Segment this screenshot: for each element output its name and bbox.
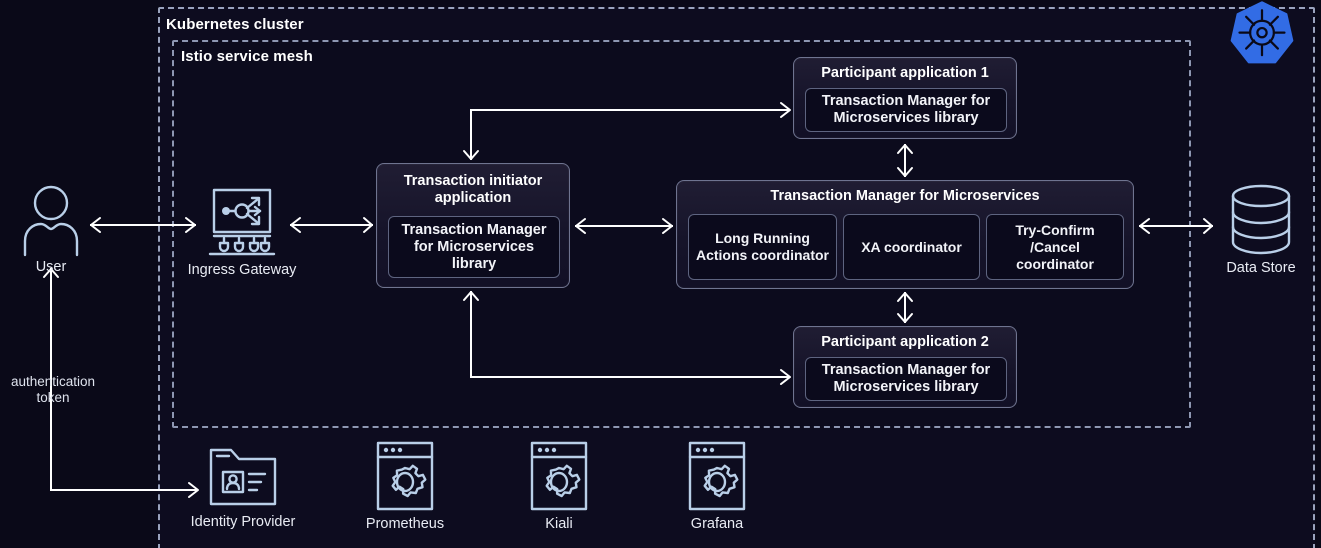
node-user: User: [5, 183, 97, 276]
initiator-tm-library: Transaction Manager for Microservices li…: [388, 216, 560, 278]
browser-gear-icon: [376, 441, 434, 511]
participant-application-2-title: Participant application 2: [821, 334, 989, 350]
transaction-manager-box: Transaction Manager for Microservices Lo…: [676, 180, 1134, 289]
kubernetes-cluster-label: Kubernetes cluster: [166, 16, 304, 33]
transaction-manager-title: Transaction Manager for Microservices: [770, 188, 1040, 204]
user-icon: [23, 185, 79, 257]
identity-card-folder-icon: [209, 448, 277, 506]
node-kiali-label: Kiali: [545, 516, 573, 532]
node-identity-provider: Identity Provider: [183, 446, 303, 531]
ingress-gateway-icon: [208, 188, 276, 256]
try-confirm-cancel-coordinator: Try-Confirm /Cancel coordinator: [986, 214, 1124, 280]
node-prometheus-label: Prometheus: [365, 516, 445, 532]
node-identity-provider-label: Identity Provider: [190, 514, 296, 530]
participant-application-1-box: Participant application 1 Transaction Ma…: [793, 57, 1017, 139]
node-ingress-gateway: Ingress Gateway: [181, 186, 303, 279]
node-kiali: Kiali: [508, 440, 610, 533]
node-user-label: User: [35, 259, 67, 275]
participant-2-tm-library: Transaction Manager for Microservices li…: [805, 357, 1007, 401]
node-ingress-gateway-label: Ingress Gateway: [187, 262, 297, 278]
authentication-token-label: authentication token: [10, 374, 96, 405]
node-data-store-label: Data Store: [1226, 260, 1296, 276]
participant-1-tm-library: Transaction Manager for Microservices li…: [805, 88, 1007, 132]
transaction-initiator-application-box: Transaction initiator application Transa…: [376, 163, 570, 288]
xa-coordinator: XA coordinator: [843, 214, 980, 280]
long-running-actions-coordinator: Long Running Actions coordinator: [688, 214, 837, 280]
node-prometheus: Prometheus: [352, 440, 458, 533]
node-grafana-label: Grafana: [690, 516, 744, 532]
participant-application-2-box: Participant application 2 Transaction Ma…: [793, 326, 1017, 408]
node-grafana: Grafana: [662, 440, 772, 533]
transaction-initiator-application-title: Transaction initiator application: [403, 173, 543, 206]
database-icon: [1231, 184, 1291, 255]
kubernetes-logo-icon: [1230, 1, 1294, 64]
browser-gear-icon: [688, 441, 746, 511]
browser-gear-icon: [530, 441, 588, 511]
node-data-store: Data Store: [1215, 182, 1307, 277]
participant-application-1-title: Participant application 1: [821, 65, 989, 81]
istio-service-mesh-label: Istio service mesh: [181, 48, 313, 65]
